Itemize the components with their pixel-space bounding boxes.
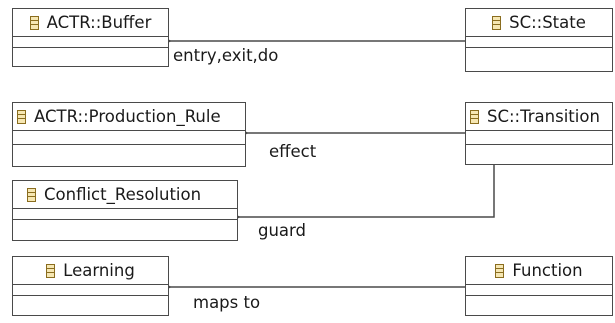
association-label-entry-exit-do: entry,exit,do bbox=[173, 46, 279, 65]
class-icon bbox=[46, 263, 56, 278]
class-header: Learning bbox=[13, 257, 168, 285]
association-label-guard: guard bbox=[258, 221, 307, 240]
class-actr-buffer[interactable]: ACTR::Buffer bbox=[12, 8, 169, 67]
class-name-function: Function bbox=[512, 261, 583, 280]
operations-compartment bbox=[466, 48, 612, 58]
class-header: ACTR::Production_Rule bbox=[13, 103, 245, 131]
association-label-effect: effect bbox=[269, 142, 317, 161]
class-sc-state[interactable]: SC::State bbox=[465, 8, 613, 72]
association-label-maps-to: maps to bbox=[193, 293, 261, 312]
operations-compartment bbox=[466, 145, 612, 155]
class-icon bbox=[27, 187, 36, 202]
class-header: ACTR::Buffer bbox=[13, 9, 168, 37]
class-sc-transition[interactable]: SC::Transition bbox=[465, 102, 613, 165]
class-icon bbox=[470, 109, 479, 124]
class-conflict-resolution[interactable]: Conflict_Resolution bbox=[12, 180, 238, 241]
operations-compartment bbox=[13, 220, 237, 230]
class-header: Conflict_Resolution bbox=[13, 181, 237, 209]
attributes-compartment bbox=[466, 37, 612, 48]
class-actr-production-rule[interactable]: ACTR::Production_Rule bbox=[12, 102, 246, 167]
attributes-compartment bbox=[13, 209, 237, 220]
class-name-conflict-resolution: Conflict_Resolution bbox=[44, 185, 202, 204]
class-function[interactable]: Function bbox=[465, 256, 613, 316]
class-header: SC::Transition bbox=[466, 103, 612, 131]
class-header: SC::State bbox=[466, 9, 612, 37]
class-icon bbox=[495, 263, 505, 278]
class-name-sc-transition: SC::Transition bbox=[487, 107, 600, 126]
attributes-compartment bbox=[13, 131, 245, 145]
class-header: Function bbox=[466, 257, 612, 285]
class-name-sc-state: SC::State bbox=[509, 13, 586, 32]
attributes-compartment bbox=[13, 37, 168, 48]
class-icon bbox=[492, 15, 502, 30]
class-icon bbox=[29, 15, 39, 30]
operations-compartment bbox=[13, 296, 168, 306]
class-name-actr-production-rule: ACTR::Production_Rule bbox=[34, 107, 221, 126]
operations-compartment bbox=[466, 296, 612, 306]
attributes-compartment bbox=[466, 131, 612, 145]
class-name-learning: Learning bbox=[63, 261, 135, 280]
attributes-compartment bbox=[466, 285, 612, 296]
class-learning[interactable]: Learning bbox=[12, 256, 169, 316]
operations-compartment bbox=[13, 145, 245, 155]
class-name-actr-buffer: ACTR::Buffer bbox=[46, 13, 152, 32]
operations-compartment bbox=[13, 48, 168, 58]
class-icon bbox=[17, 109, 26, 124]
edge-transition-to-conflict-resolution[interactable] bbox=[239, 165, 495, 217]
attributes-compartment bbox=[13, 285, 168, 296]
